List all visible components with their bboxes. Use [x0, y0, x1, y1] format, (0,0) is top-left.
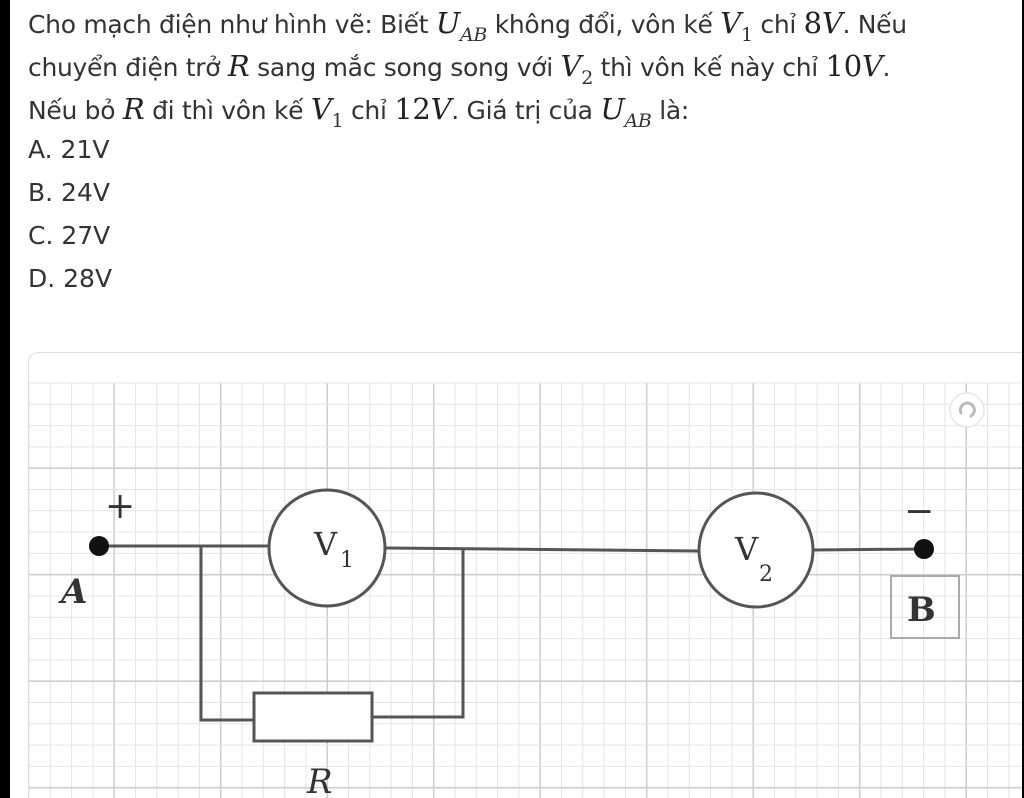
- text-segment: chỉ: [343, 96, 395, 125]
- text-segment: chuyển điện trở: [28, 53, 228, 82]
- option-c[interactable]: C. 27V: [28, 221, 111, 250]
- math-subscript: 1: [331, 110, 344, 132]
- option-a[interactable]: A. 21V: [28, 135, 110, 164]
- text-segment: Cho mạch điện như hình vẽ: Biết: [28, 10, 436, 39]
- v2-subscript: 2: [759, 562, 773, 587]
- node-a-dot: [89, 536, 109, 556]
- text-segment: là:: [651, 96, 690, 125]
- rotate-icon[interactable]: [949, 392, 985, 428]
- wire-v1-to-v2: [385, 546, 700, 553]
- question-line-2: chuyển điện trở R sang mắc song song với…: [28, 45, 1018, 89]
- question-line-3: Nếu bỏ R đi thì vôn kế V1 chỉ 12V. Giá t…: [28, 88, 1018, 132]
- math-subscript: AB: [459, 24, 488, 46]
- node-b-label: B: [907, 590, 936, 630]
- text-segment: thì vôn kế này chỉ: [592, 53, 826, 82]
- voltmeter-v1: [267, 488, 387, 608]
- question-text: Cho mạch điện như hình vẽ: Biết UAB khôn…: [28, 2, 1018, 132]
- text-segment: chỉ: [752, 10, 804, 39]
- wire-resistor-left: [199, 546, 254, 722]
- resistor-r: [252, 691, 374, 743]
- math-number: 8: [803, 6, 822, 40]
- wire-resistor-right: [373, 548, 465, 719]
- math-symbol: V: [720, 6, 741, 40]
- answer-options: A. 21V B. 24V C. 27V D. 28V: [28, 128, 112, 300]
- text-segment: .: [882, 53, 891, 82]
- text-segment: đi thì vôn kế: [144, 96, 311, 125]
- math-symbol: U: [600, 92, 625, 126]
- text-segment: sang mắc song song với: [249, 53, 561, 82]
- minus-sign: −: [904, 491, 934, 532]
- node-a-label: A: [58, 572, 87, 612]
- circuit-wires: [99, 544, 925, 722]
- option-b[interactable]: B. 24V: [28, 178, 110, 207]
- v1-label: V: [313, 525, 338, 563]
- text-segment: Nếu bỏ: [28, 96, 123, 125]
- circuit-diagram: + − A B V 1 V 2 R: [29, 382, 1022, 798]
- resistor-label: R: [306, 762, 333, 798]
- question-line-1: Cho mạch điện như hình vẽ: Biết UAB khôn…: [28, 2, 1018, 46]
- v2-label: V: [734, 530, 759, 568]
- text-segment: không đổi, vôn kế: [487, 10, 721, 39]
- node-b-label-box: [890, 575, 960, 639]
- text-segment: . Giá trị của: [451, 96, 601, 125]
- math-number: 10: [825, 49, 863, 83]
- text-segment: . Nếu: [842, 10, 907, 39]
- voltmeter-v2: [697, 491, 815, 609]
- math-symbol: R: [122, 92, 145, 126]
- grid-background: [29, 382, 1022, 798]
- math-symbol: V: [310, 92, 332, 126]
- math-number: 12: [394, 92, 431, 126]
- math-symbol: V: [560, 49, 582, 83]
- math-subscript: 2: [581, 67, 593, 89]
- node-b-dot: [914, 539, 934, 559]
- math-symbol: U: [435, 6, 460, 40]
- math-subscript: 1: [740, 24, 753, 46]
- math-subscript: AB: [624, 110, 652, 132]
- wire-v2-to-b: [812, 547, 925, 552]
- math-unit: V: [430, 92, 452, 126]
- math-unit: V: [861, 49, 883, 83]
- v1-subscript: 1: [340, 548, 354, 573]
- content-page: Cho mạch điện như hình vẽ: Biết UAB khôn…: [10, 0, 1022, 798]
- math-unit: V: [821, 6, 843, 40]
- plus-sign: +: [105, 486, 135, 527]
- math-symbol: R: [227, 49, 250, 83]
- option-d[interactable]: D. 28V: [28, 264, 113, 293]
- circuit-figure-card: + − A B V 1 V 2 R: [28, 352, 1022, 798]
